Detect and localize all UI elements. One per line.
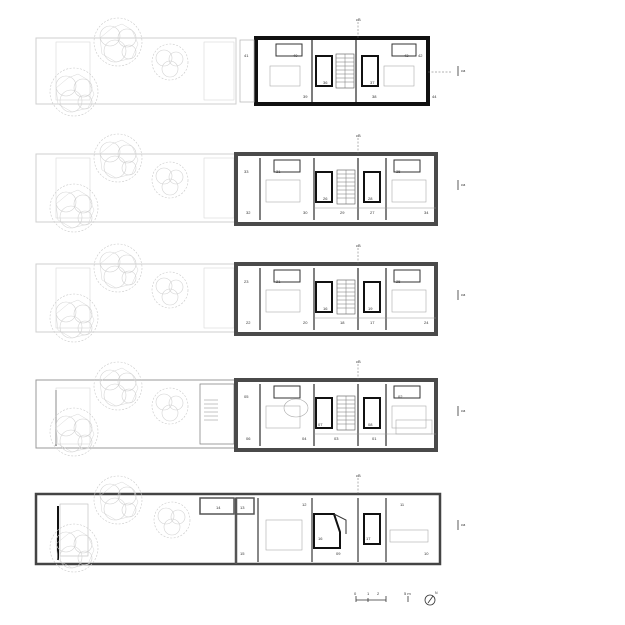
room-label: 22 <box>246 320 251 325</box>
room-label: 25 <box>396 279 401 284</box>
room-label: 43 <box>404 53 409 58</box>
plan-floor-3: cB cа 30 31 32 33 34 35 26 27 28 29 <box>35 133 466 233</box>
room-label: 26 <box>323 196 328 201</box>
room-label: 07 <box>318 422 323 427</box>
room-label: 11 <box>400 502 405 507</box>
room-label: 19 <box>368 306 373 311</box>
plan-floor-2: cB cа 20 21 22 23 24 25 16 17 18 19 <box>35 243 466 343</box>
room-label: 06 <box>246 436 251 441</box>
room-label: 33 <box>244 169 249 174</box>
scale-2: 2 <box>377 591 380 596</box>
room-label: 20 <box>303 320 308 325</box>
scale-5m: 5 m <box>404 591 411 596</box>
room-label: 28 <box>368 196 373 201</box>
room-label: 04 <box>302 436 307 441</box>
room-label: 37 <box>370 80 375 85</box>
room-label: 41 <box>244 53 249 58</box>
scale-bar: 0 1 2 5 m <box>354 591 411 602</box>
room-label: 16 <box>318 536 323 541</box>
room-label: 03 <box>334 436 339 441</box>
room-label: 23 <box>244 279 249 284</box>
room-label: 02 <box>398 394 403 399</box>
room-label: 35 <box>396 169 401 174</box>
section-marker-top: cB <box>356 243 361 248</box>
section-marker-right: cа <box>461 292 466 297</box>
section-marker-top: cB <box>356 473 361 478</box>
room-label: 24 <box>424 320 429 325</box>
room-label: 31 <box>276 169 281 174</box>
room-label: 27 <box>370 210 375 215</box>
section-marker-top: cB <box>356 133 361 138</box>
room-label: 14 <box>216 505 221 510</box>
section-marker-right: cа <box>461 182 466 187</box>
north-label: N <box>435 591 438 595</box>
section-marker-right: cа <box>461 522 466 527</box>
room-label: 10 <box>424 551 429 556</box>
room-label: 42 <box>418 53 423 58</box>
room-label: 15 <box>240 551 245 556</box>
room-label: 17 <box>370 320 375 325</box>
plan-attic: cB cа 40 41 42 43 44 36 37 38 39 <box>35 17 466 117</box>
north-arrow-icon: N <box>424 591 438 606</box>
room-label: 39 <box>303 94 308 99</box>
room-label: 38 <box>372 94 377 99</box>
room-label: 01 <box>372 436 377 441</box>
room-label: 36 <box>323 80 328 85</box>
room-label: 16 <box>323 306 328 311</box>
room-label: 13 <box>240 505 245 510</box>
section-marker-right: cа <box>461 68 466 73</box>
room-label: 29 <box>340 210 345 215</box>
room-label: 09 <box>336 551 341 556</box>
scale-0: 0 <box>354 591 357 596</box>
section-marker-top: cB <box>356 359 361 364</box>
section-marker-right: cа <box>461 408 466 413</box>
room-label: 34 <box>424 210 429 215</box>
room-label: 05 <box>244 394 249 399</box>
room-label: 30 <box>303 210 308 215</box>
room-label: 40 <box>293 53 298 58</box>
room-label: 12 <box>302 502 307 507</box>
scale-1: 1 <box>367 591 370 596</box>
room-label: 18 <box>340 320 345 325</box>
room-label: 32 <box>246 210 251 215</box>
room-label: 08 <box>368 422 373 427</box>
plan-floor-1: cB cа 01 02 03 04 05 06 07 08 <box>35 359 466 457</box>
room-label: 44 <box>432 94 437 99</box>
room-label: 21 <box>276 279 281 284</box>
room-label: 17 <box>366 536 371 541</box>
plan-ground-floor: cB cа 09 10 11 12 13 14 15 16 17 <box>34 473 466 573</box>
section-marker-top: cB <box>356 17 361 22</box>
